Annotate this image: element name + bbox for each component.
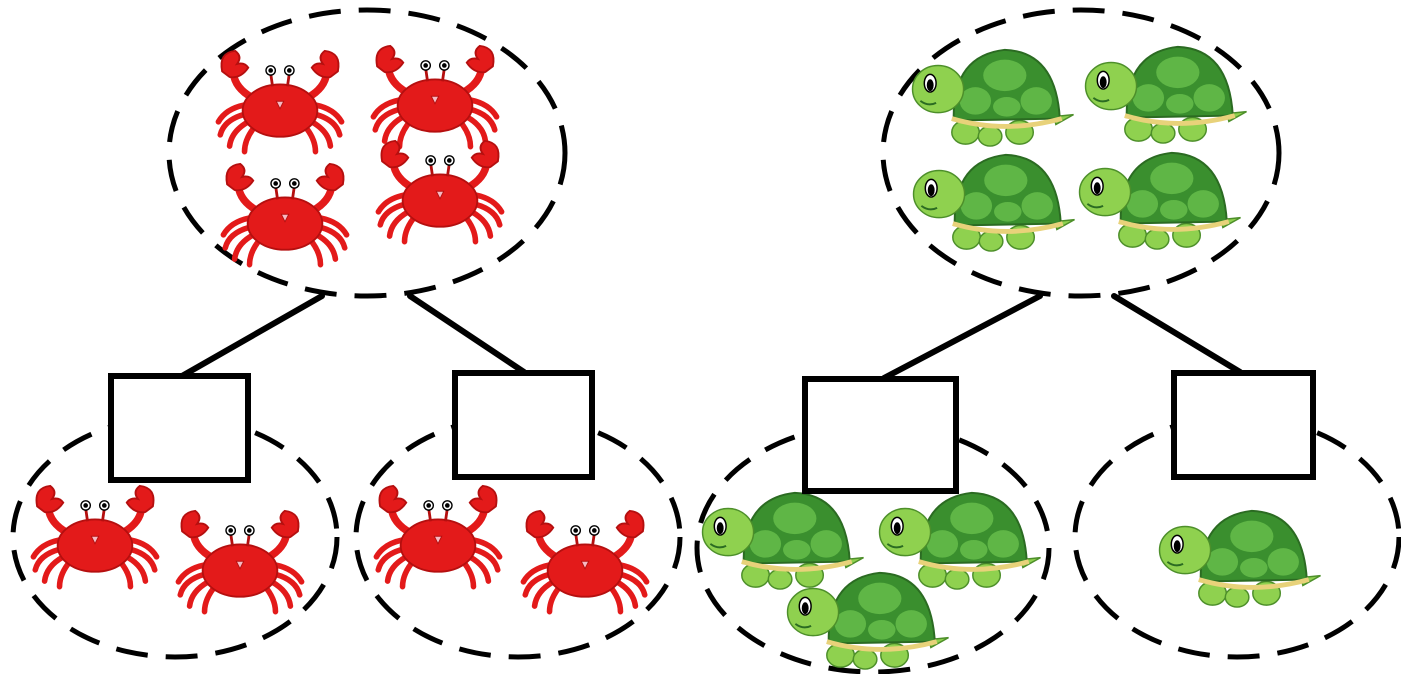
turtle-icon [913, 50, 1074, 146]
crab-part-1-answer-box[interactable] [108, 373, 251, 483]
crab-whole-oval [166, 7, 568, 299]
crab-part-2-answer-box[interactable] [452, 370, 595, 480]
turtle-icon [703, 493, 864, 589]
crab-icon [376, 486, 499, 587]
crab-icon [218, 51, 341, 152]
crab-icon [223, 164, 346, 265]
crab-part-2-group [353, 370, 683, 660]
crab-left-connector [179, 293, 325, 379]
turtle-icon [1160, 511, 1321, 607]
turtle-part-2-group [1072, 370, 1401, 660]
turtle-right-connector [1111, 293, 1243, 375]
turtle-part-2-answer-box[interactable] [1171, 370, 1316, 480]
turtle-icon [914, 155, 1075, 251]
turtle-icon [1080, 153, 1241, 249]
crab-icon [373, 46, 496, 147]
crab-part-1-animals [33, 486, 301, 612]
crab-icon [178, 511, 301, 612]
crab-whole-group [166, 7, 568, 299]
turtle-left-connector [881, 293, 1043, 381]
turtle-part-1-answer-box[interactable] [802, 376, 959, 494]
crab-right-connector [407, 293, 527, 375]
turtle-whole-group [880, 7, 1282, 299]
crab-part-2-animals [376, 486, 646, 612]
turtle-whole-oval [880, 7, 1282, 299]
turtle-part-2-animals [1160, 511, 1321, 607]
turtle-part-1-group [694, 376, 1052, 674]
turtle-icon [880, 493, 1041, 589]
crab-icon [33, 486, 156, 587]
turtle-icon [1086, 47, 1247, 143]
crab-whole-animals [218, 46, 501, 265]
crab-icon [523, 511, 646, 612]
crab-icon [378, 141, 501, 242]
turtle-whole-animals [913, 47, 1247, 251]
crab-part-1-group [10, 373, 340, 660]
